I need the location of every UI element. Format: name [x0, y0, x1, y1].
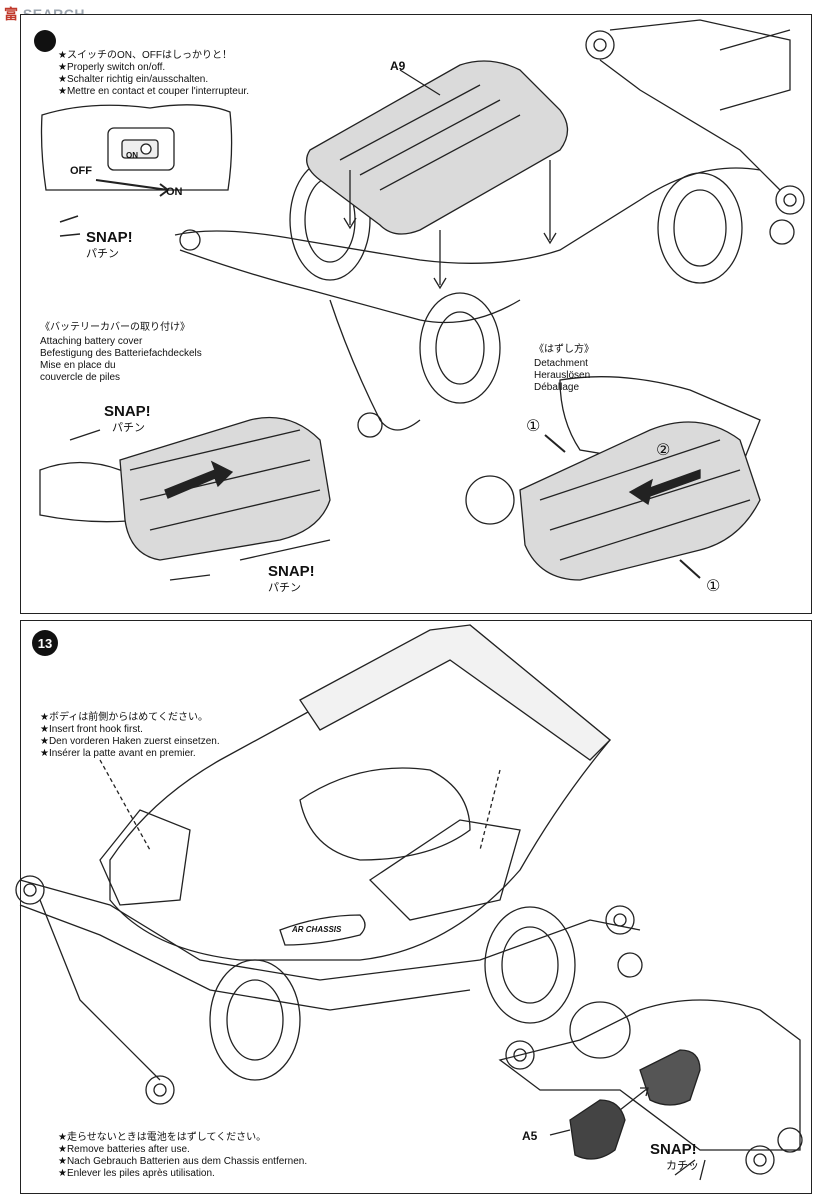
snap-label-3: SNAP! — [268, 563, 315, 580]
switch-housing — [107, 127, 175, 171]
detach-heading-fr: Déballage — [534, 382, 580, 393]
part-a5-label: A5 — [522, 1129, 538, 1143]
snap-label-13-ja: カチッ — [666, 1160, 699, 1172]
snap-label-13: SNAP! — [650, 1141, 697, 1158]
watermark-cjk: 富 — [4, 6, 19, 22]
car-body-outline — [109, 624, 611, 961]
insert-hint-2 — [479, 769, 501, 851]
roller-bl — [357, 412, 383, 438]
car-wheel-rear — [484, 906, 576, 1024]
attach-heading-fr-2: couvercle de piles — [40, 372, 121, 383]
body-note-de: ★Den vorderen Haken zuerst einsetzen. — [40, 736, 220, 747]
inset-roller-right — [745, 1145, 775, 1175]
battery-inset-chassis — [498, 999, 801, 1151]
arrow-down-3 — [543, 160, 557, 245]
snap-label-3-ja: パチン — [268, 582, 301, 594]
arrow-down-2 — [433, 230, 447, 290]
arrow-down-1 — [343, 170, 357, 230]
car-chassis — [19, 879, 641, 981]
battery-note-de: ★Nach Gebrauch Batterien aus dem Chassis… — [58, 1156, 308, 1167]
roller-front-bottom — [145, 1075, 175, 1105]
attach-heading-ja: 《バッテリーカバーの取り付け》 — [40, 322, 190, 333]
step-13-number: 13 — [32, 630, 58, 656]
roller-tl — [585, 30, 615, 60]
chassis-wheel-right — [657, 172, 743, 284]
body-note-en: ★Insert front hook first. — [40, 724, 143, 735]
roller-front-left — [15, 875, 45, 905]
battery-cover-a9 — [306, 60, 569, 235]
roller-rear-right — [605, 905, 635, 935]
detach-heading-ja: 《はずし方》 — [534, 344, 594, 355]
battery-arrow — [619, 1087, 649, 1111]
detach-heading-de: Herauslösen — [534, 370, 591, 381]
roller-rear-bottom — [617, 952, 643, 978]
cockpit — [299, 767, 471, 861]
switch-arrow — [95, 179, 169, 191]
switch-knob — [140, 143, 152, 155]
chassis-logo-text: AR CHASSIS — [292, 925, 342, 934]
roller-tr — [775, 185, 805, 215]
logo-plate — [279, 914, 366, 946]
side-pod-right — [368, 819, 521, 921]
snap-label-1: SNAP! — [86, 229, 133, 246]
snap-label-1-ja: パチン — [86, 248, 119, 260]
switch-off-label: OFF — [70, 165, 92, 177]
switch-note-en: ★Properly switch on/off. — [58, 62, 166, 73]
step-12-number-partial — [34, 30, 56, 52]
switch-on-small-label: ON — [126, 151, 138, 160]
body-note-ja: ★ボディは前側からはめてください。 — [40, 712, 208, 723]
attach-arrow — [164, 460, 234, 499]
battery-installed — [639, 1049, 701, 1106]
attach-heading-fr-1: Mise en place du — [40, 360, 116, 371]
step-marker-1b: ① — [706, 578, 721, 595]
part-a9-label: A9 — [390, 59, 406, 73]
roller-r — [769, 219, 795, 245]
arrow-point-1b — [679, 559, 701, 579]
front-fender-left — [99, 809, 191, 906]
inset-roller-left — [505, 1040, 535, 1070]
battery-a5 — [569, 1099, 626, 1160]
step-marker-1a: ① — [526, 418, 541, 435]
detach-hand — [559, 376, 761, 471]
battery-note-ja: ★走らせないときは電池をはずしてください。 — [58, 1132, 267, 1143]
detach-arrow — [628, 469, 701, 506]
battery-note-fr: ★Enlever les piles après utilisation. — [58, 1168, 215, 1179]
switch-on-label: ON — [166, 186, 183, 198]
step-marker-2: ② — [656, 442, 671, 459]
body-note-fr: ★Insérer la patte avant en premier. — [40, 748, 196, 759]
inset-wheel — [569, 1001, 631, 1059]
battery-note-en: ★Remove batteries after use. — [58, 1144, 190, 1155]
snap-label-2: SNAP! — [104, 403, 151, 420]
chassis-wheel-rear — [419, 292, 501, 404]
switch-note-fr: ★Mettre en contact et couper l'interrupt… — [58, 86, 249, 97]
attach-heading-en: Attaching battery cover — [40, 336, 143, 347]
inset-roller-right-2 — [777, 1127, 803, 1153]
a5-leader-line — [549, 1129, 571, 1136]
rear-wing — [299, 624, 611, 761]
attach-heading-de: Befestigung des Batteriefachdeckels — [40, 348, 202, 359]
switch-closeup-outline — [40, 104, 233, 191]
snap-label-2-ja: パチン — [112, 422, 145, 434]
switch-note-de: ★Schalter richtig ein/ausschalten. — [58, 74, 209, 85]
a9-leader-line — [399, 69, 441, 96]
arrow-point-1a — [544, 434, 566, 453]
roller-l — [179, 229, 201, 251]
insert-hint-1 — [99, 759, 151, 851]
car-wheel-front — [209, 959, 301, 1081]
detach-heading-en: Detachment — [534, 358, 588, 369]
switch-note-ja: ★スイッチのON、OFFはしっかりと！ — [58, 50, 232, 61]
